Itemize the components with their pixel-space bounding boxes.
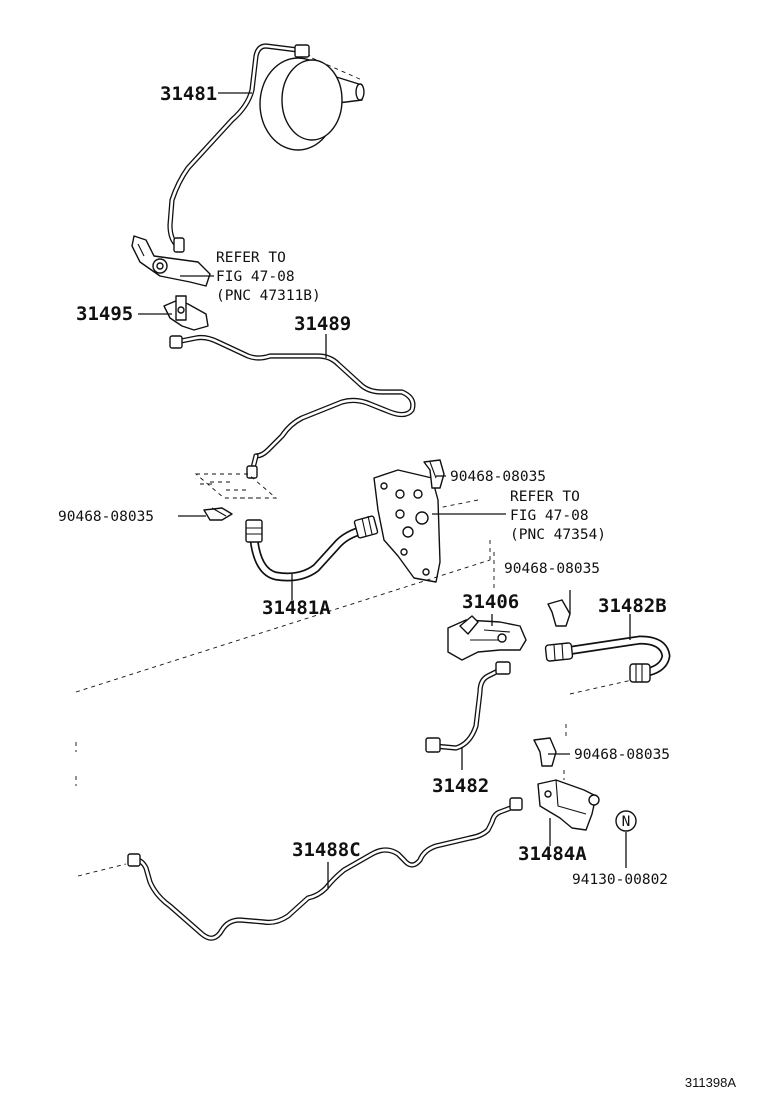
pipe-31481[interactable]	[167, 43, 310, 253]
bracket-47311b	[131, 235, 211, 287]
clip-90468-mid[interactable]	[547, 599, 571, 627]
part-label-31488c[interactable]: 31488C	[292, 839, 361, 861]
bracket-31484a[interactable]	[537, 779, 600, 831]
part-label-31481[interactable]: 31481	[160, 83, 217, 105]
ref-47354-line1: REFER TO	[510, 489, 580, 505]
part-label-31489[interactable]: 31489	[294, 313, 351, 335]
pipe-31489[interactable]	[169, 334, 416, 479]
part-label-31482b[interactable]: 31482B	[598, 595, 667, 617]
clip-90468-left[interactable]	[203, 507, 233, 521]
hose-31482b[interactable]	[544, 635, 671, 683]
dashed-guide-lines	[75, 499, 633, 877]
ref-47311b-line3: (PNC 47311B)	[216, 288, 321, 304]
hose-31481a[interactable]	[245, 515, 379, 582]
clip-90468-low[interactable]	[533, 737, 557, 767]
part-label-90468-mid[interactable]: 90468-08035	[504, 561, 600, 577]
part-label-31495[interactable]: 31495	[76, 303, 133, 325]
part-label-90468-low[interactable]: 90468-08035	[574, 747, 670, 763]
n-marker-icon: N	[615, 810, 637, 832]
ref-47354-line2: FIG 47-08	[510, 508, 589, 524]
union-31406[interactable]	[447, 615, 527, 661]
pipe-31482[interactable]	[425, 661, 511, 753]
part-label-31481a[interactable]: 31481A	[262, 597, 331, 619]
clip-90468-top[interactable]	[423, 459, 445, 489]
bracket-47354	[373, 469, 441, 583]
leader-lines	[138, 92, 631, 888]
figure-id: 311398A	[685, 1075, 736, 1090]
mounting-plate-left	[194, 473, 278, 499]
part-label-94130[interactable]: 94130-00802	[572, 872, 668, 888]
part-label-90468-left[interactable]: 90468-08035	[58, 509, 154, 525]
part-label-31406[interactable]: 31406	[462, 591, 519, 613]
ref-47311b-line1: REFER TO	[216, 250, 286, 266]
master-cylinder	[259, 49, 365, 151]
ref-47354-line3: (PNC 47354)	[510, 527, 606, 543]
ref-47311b-line2: FIG 47-08	[216, 269, 295, 285]
pipe-31488c[interactable]	[127, 797, 523, 941]
part-label-90468-top[interactable]: 90468-08035	[450, 469, 546, 485]
clamp-31495[interactable]	[163, 295, 209, 331]
n-marker-label: N	[622, 814, 631, 830]
part-label-31482[interactable]: 31482	[432, 775, 489, 797]
part-label-31484a[interactable]: 31484A	[518, 843, 587, 865]
